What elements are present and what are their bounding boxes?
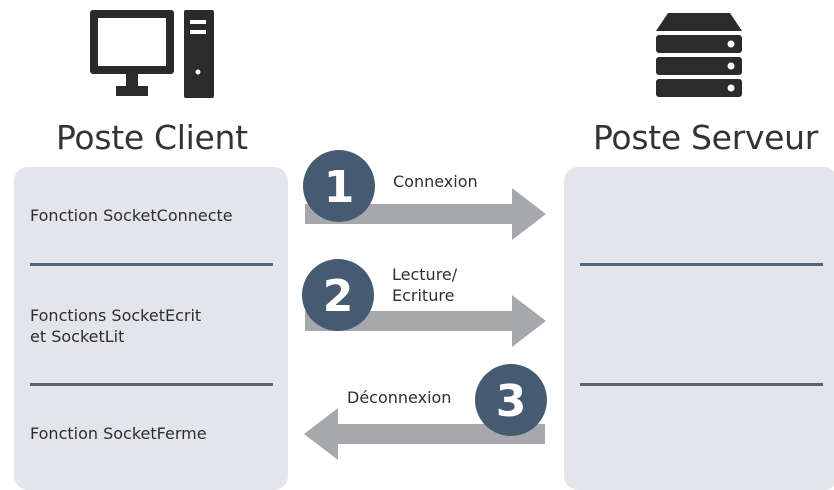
server-panel bbox=[564, 167, 834, 490]
arrow-2-right bbox=[305, 295, 546, 347]
step-1-number: 1 bbox=[324, 162, 355, 213]
step-3-badge bbox=[475, 364, 547, 436]
client-panel bbox=[14, 167, 288, 490]
server-title: Poste Serveur bbox=[593, 118, 819, 157]
desktop-computer-icon bbox=[90, 10, 214, 98]
arrow-1-label: Connexion bbox=[393, 172, 478, 191]
client-title: Poste Client bbox=[56, 118, 248, 157]
server-rack-icon bbox=[656, 13, 742, 97]
client-step-1-label: Fonction SocketConnecte bbox=[30, 206, 233, 225]
step-2-badge bbox=[302, 259, 374, 331]
server-divider-1 bbox=[580, 263, 823, 266]
client-step-2-label: Fonctions SocketEcrit et SocketLit bbox=[30, 306, 202, 346]
client-divider-2 bbox=[30, 383, 273, 386]
arrow-3-label: Déconnexion bbox=[347, 388, 452, 407]
client-step-3-label: Fonction SocketFerme bbox=[30, 424, 207, 443]
step-3-number: 3 bbox=[496, 376, 527, 427]
server-divider-2 bbox=[580, 383, 823, 386]
client-divider-1 bbox=[30, 263, 273, 266]
step-2-number: 2 bbox=[323, 271, 354, 322]
arrow-3-left bbox=[304, 408, 545, 460]
arrow-1-right bbox=[305, 188, 546, 240]
step-1-badge bbox=[303, 150, 375, 222]
arrow-2-label: Lecture/ Ecriture bbox=[392, 265, 458, 305]
